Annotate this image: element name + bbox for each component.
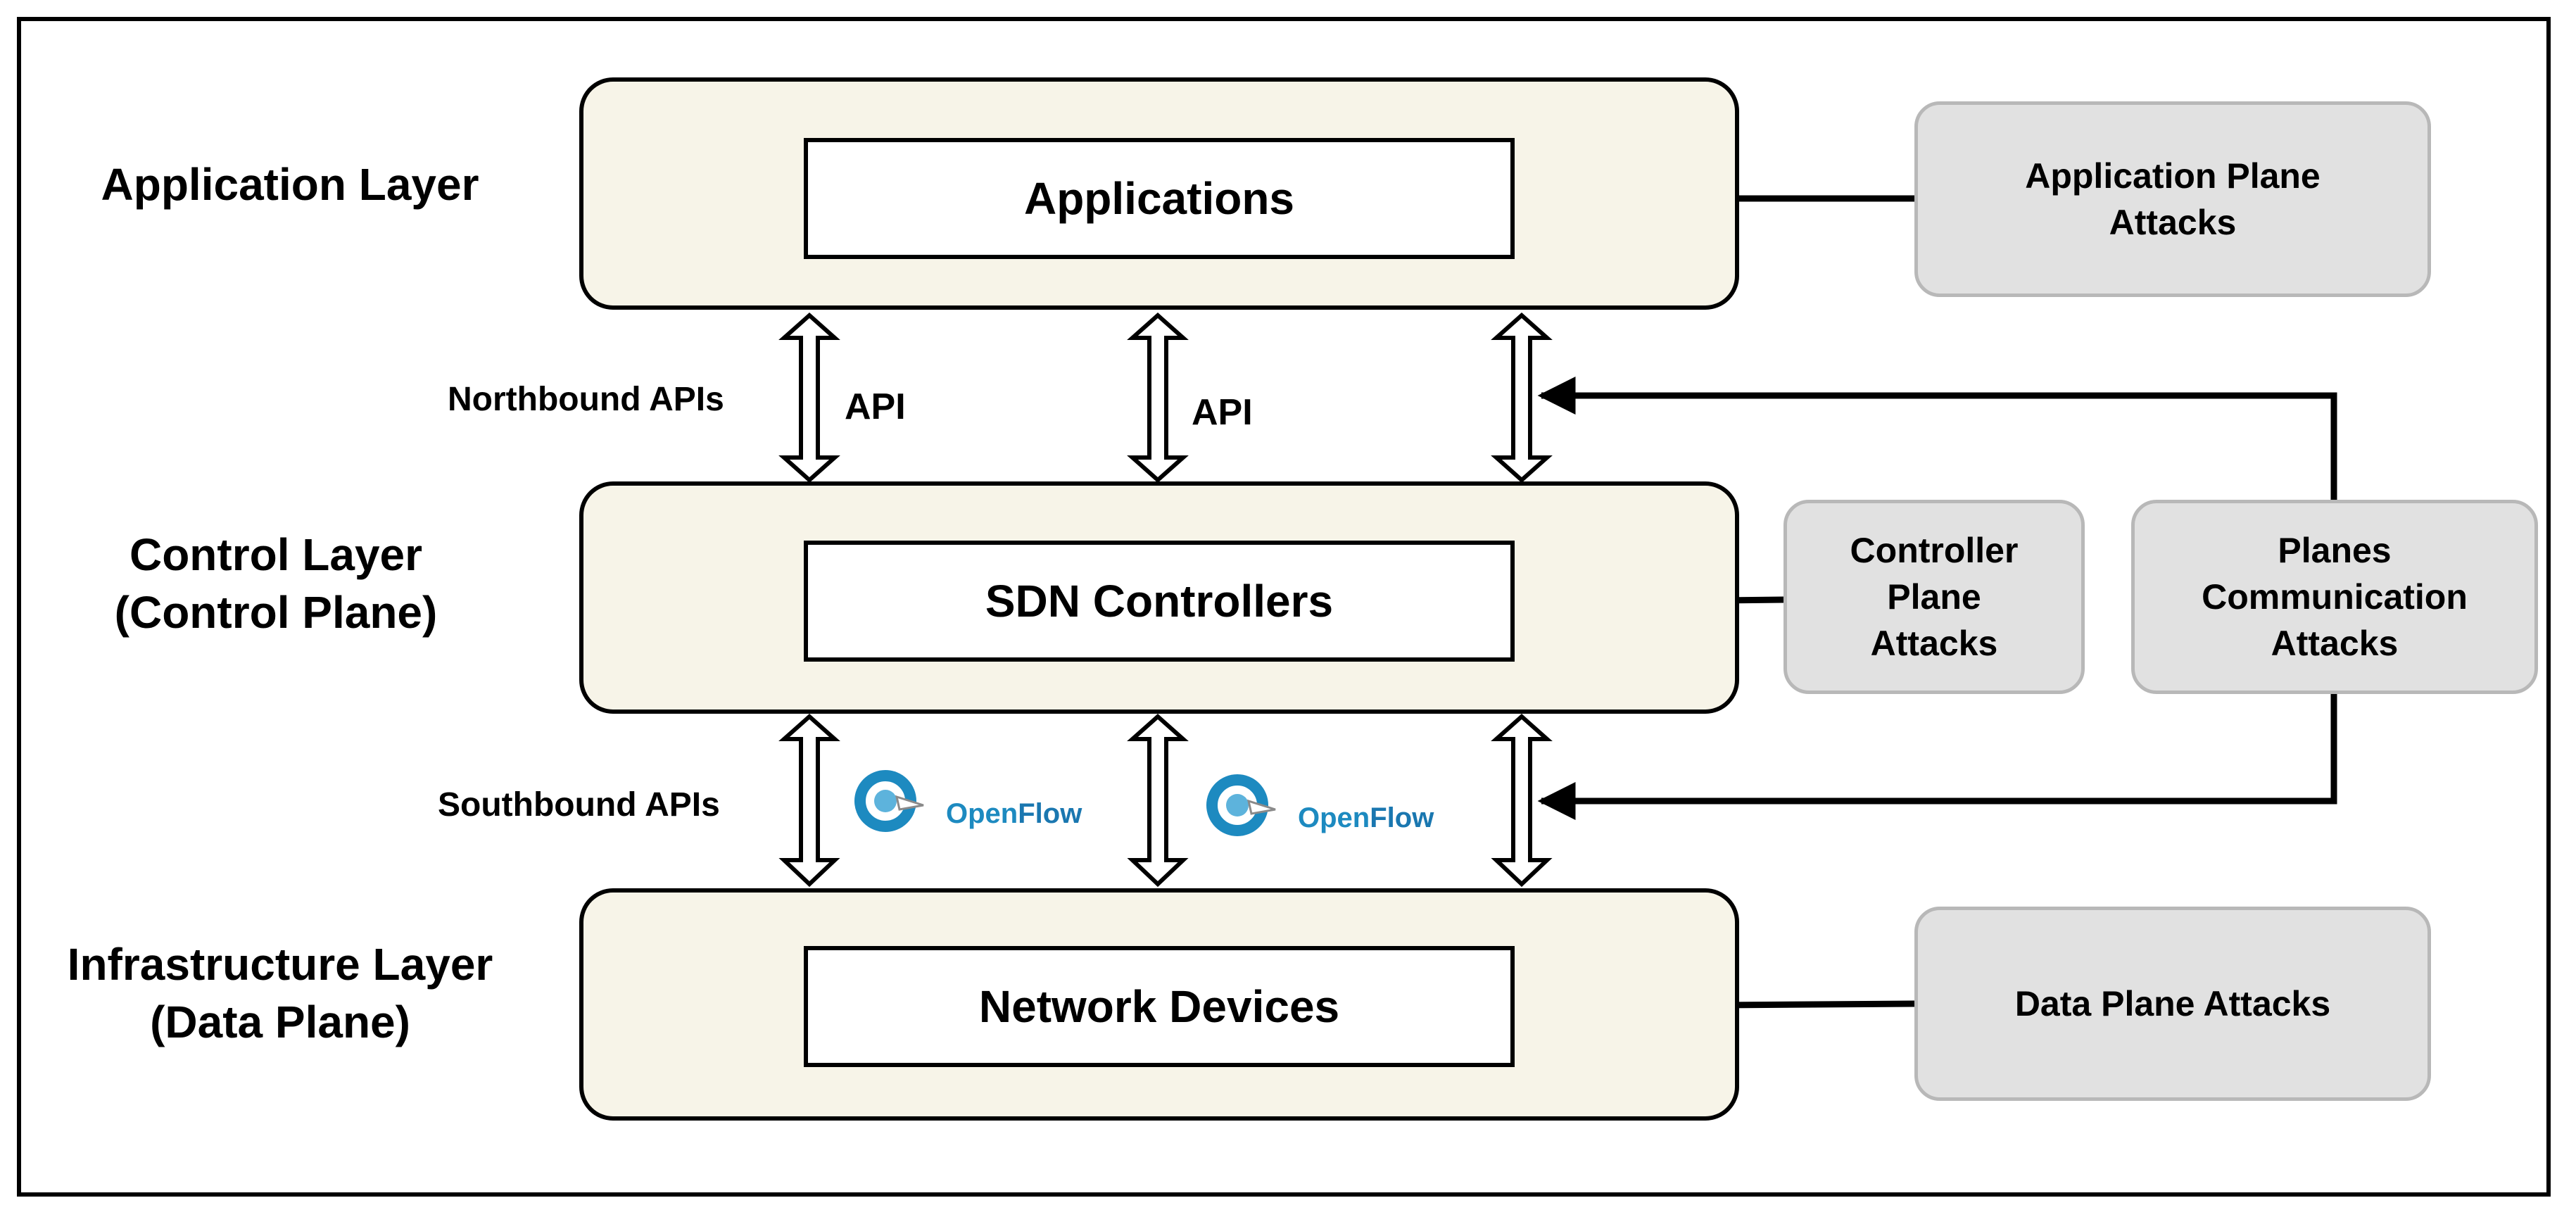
- api-label-left: API: [845, 386, 906, 427]
- northbound-apis-label: Northbound APIs: [448, 381, 724, 418]
- control-layer-title: Control Layer: [129, 529, 423, 580]
- bidirectional-arrow-icon: [778, 312, 840, 484]
- controller-plane-attacks-line3: Attacks: [1870, 624, 1998, 663]
- bidirectional-arrow-icon: [1127, 713, 1189, 888]
- openflow-text-left: OpenFlow: [946, 798, 1082, 830]
- controller-plane-attacks-line1: Controller: [1850, 531, 2019, 570]
- network-devices-label: Network Devices: [978, 981, 1340, 1032]
- bidirectional-arrow-icon: [1127, 312, 1189, 484]
- sdn-controllers-label: SDN Controllers: [985, 576, 1334, 626]
- infrastructure-layer-title: Infrastructure Layer: [67, 939, 493, 990]
- southbound-arrows: [778, 713, 1553, 888]
- application-plane-attacks-box: Application Plane Attacks: [1914, 101, 2431, 297]
- planes-communication-attacks-line1: Planes: [2278, 531, 2392, 570]
- bidirectional-arrow-icon: [1491, 713, 1553, 888]
- openflow-suffix: Flow: [1370, 802, 1434, 833]
- northbound-arrows: [778, 312, 1553, 484]
- application-layer-title: Application Layer: [101, 159, 479, 210]
- bidirectional-arrow-icon: [778, 713, 840, 888]
- control-layer-label: Control Layer (Control Plane): [65, 526, 487, 642]
- sdn-controllers-box: SDN Controllers: [804, 541, 1515, 662]
- controller-plane-attacks-box: Controller Plane Attacks: [1783, 500, 2085, 694]
- openflow-suffix: Flow: [1018, 798, 1082, 829]
- applications-label: Applications: [1023, 173, 1295, 224]
- network-devices-box: Network Devices: [804, 946, 1515, 1067]
- bidirectional-arrow-icon: [1491, 312, 1553, 484]
- api-label-middle: API: [1192, 392, 1253, 433]
- southbound-apis-label: Southbound APIs: [438, 786, 720, 824]
- planes-communication-attacks-line3: Attacks: [2271, 624, 2399, 663]
- openflow-logo-icon: [854, 770, 924, 832]
- openflow-prefix: Open: [1298, 802, 1370, 833]
- application-plane-attacks-line2: Attacks: [2109, 203, 2237, 242]
- controller-plane-attacks-line2: Plane: [1887, 577, 1981, 617]
- infrastructure-layer-subtitle: (Data Plane): [150, 996, 410, 1047]
- applications-box: Applications: [804, 138, 1515, 259]
- application-layer-label: Application Layer: [65, 156, 515, 214]
- data-plane-attacks-label: Data Plane Attacks: [2014, 984, 2331, 1023]
- application-plane-attacks-line1: Application Plane: [2025, 156, 2321, 196]
- infrastructure-layer-label: Infrastructure Layer (Data Plane): [34, 936, 526, 1052]
- planes-communication-attacks-line2: Communication: [2202, 577, 2468, 617]
- control-layer-subtitle: (Control Plane): [114, 586, 438, 638]
- planes-attack-north-path: [1537, 377, 2337, 500]
- openflow-logo-icon: [1206, 774, 1276, 836]
- planes-communication-attacks-box: Planes Communication Attacks: [2131, 500, 2538, 694]
- openflow-prefix: Open: [946, 798, 1018, 829]
- planes-attack-south-path: [1537, 694, 2337, 820]
- data-plane-attacks-box: Data Plane Attacks: [1914, 907, 2431, 1101]
- openflow-text-right: OpenFlow: [1298, 802, 1434, 834]
